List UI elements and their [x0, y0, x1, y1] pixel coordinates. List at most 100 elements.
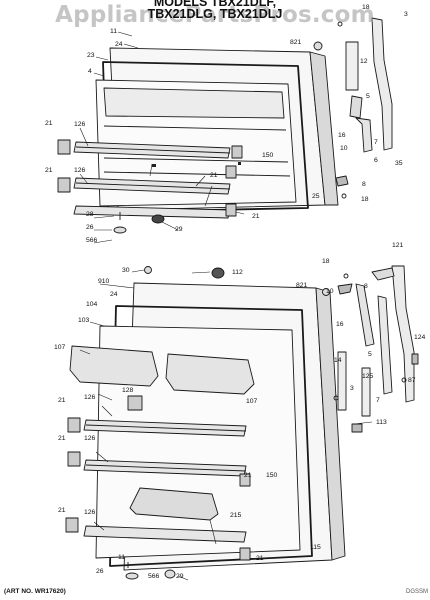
fresh-clip: [337, 283, 353, 295]
fresh-clip: [125, 572, 139, 580]
fresh-plug: [211, 267, 225, 279]
fresh-shelf-support: [127, 395, 143, 411]
callout-21: 21: [58, 397, 66, 404]
fresh-hinge-upper: [371, 267, 395, 281]
callout-121: 121: [392, 242, 404, 249]
callout-21: 21: [256, 555, 264, 562]
callout-115: 115: [310, 544, 321, 551]
callout-4: 4: [88, 68, 92, 75]
fresh-pad: [164, 569, 176, 579]
callout-8: 8: [364, 283, 368, 290]
diagram-code: DGSSM: [405, 589, 428, 595]
fresh-shelf-cap: [239, 473, 251, 487]
fresh-door-strip: [337, 351, 347, 411]
callout-821: 821: [296, 282, 308, 289]
callout-16: 16: [336, 321, 344, 328]
callout-23: 23: [87, 52, 95, 59]
callout-566: 566: [86, 237, 98, 244]
callout-87: 87: [408, 377, 416, 384]
fresh-stop-block: [351, 423, 363, 433]
callout-11: 11: [118, 554, 126, 561]
fresh-shelf-cap: [67, 417, 81, 433]
fresh-screw: [333, 395, 339, 401]
callout-5: 5: [368, 351, 372, 358]
freezer-stop-clip: [335, 175, 349, 187]
freezer-hinge-bracket: [355, 117, 373, 153]
fresh-hinge-arm: [377, 295, 393, 395]
callout-26: 26: [86, 224, 94, 231]
fresh-hinge-bracket: [355, 283, 375, 347]
callout-126: 126: [74, 121, 86, 128]
callout-125: 125: [362, 373, 374, 380]
freezer-hinge-bracket: [349, 95, 363, 119]
freezer-shelf-cap: [57, 139, 71, 155]
callout-126: 126: [84, 509, 96, 516]
callout-21: 21: [252, 213, 260, 220]
callout-103: 103: [78, 317, 90, 324]
callout-21: 21: [244, 472, 252, 479]
callout-21: 21: [58, 435, 66, 442]
callout-126: 126: [84, 435, 96, 442]
callout-566: 566: [148, 573, 160, 580]
callout-124: 124: [414, 334, 426, 341]
fresh-food-door-assembly: [65, 265, 419, 580]
fresh-button: [144, 266, 152, 274]
callout-29: 29: [175, 226, 183, 233]
callout-107: 107: [246, 398, 258, 405]
fresh-shelf-cap: [239, 547, 251, 561]
callout-113: 113: [376, 419, 387, 426]
callout-6: 6: [374, 157, 378, 164]
callout-107: 107: [54, 344, 66, 351]
callout-29: 29: [176, 573, 184, 580]
freezer-door-trim: [345, 41, 359, 91]
callout-5: 5: [366, 93, 370, 100]
callout-21: 21: [210, 172, 218, 179]
fresh-dairy-door-right: [165, 353, 255, 395]
callout-7: 7: [374, 139, 378, 146]
callout-215: 215: [230, 512, 242, 519]
callout-821: 821: [290, 39, 302, 46]
callout-10: 10: [326, 288, 334, 295]
callout-18: 18: [362, 4, 370, 11]
fresh-door-strip: [361, 367, 371, 417]
callout-14: 14: [334, 357, 342, 364]
callout-150: 150: [266, 472, 278, 479]
callout-21: 21: [58, 507, 66, 514]
callout-3: 3: [350, 385, 354, 392]
fresh-hinge: [391, 265, 415, 403]
leader-lines: [79, 31, 373, 581]
callout-18: 18: [361, 196, 369, 203]
freezer-screw: [341, 193, 347, 199]
callout-35: 35: [395, 160, 403, 167]
freezer-door-assembly: [57, 17, 393, 234]
callout-126: 126: [74, 167, 86, 174]
freezer-liner-recess: [103, 87, 285, 119]
callout-12: 12: [360, 58, 368, 65]
model-title-line-2: TBX21DLG, TBX21DLJ: [147, 7, 283, 21]
callout-910: 910: [98, 278, 110, 285]
fresh-egg-tray: [129, 487, 219, 521]
fresh-bracket-block: [411, 353, 419, 365]
art-number: (ART NO. WR17620): [4, 588, 66, 595]
freezer-clip: [113, 226, 127, 234]
freezer-shelf-cap: [57, 177, 71, 193]
fresh-plug: [322, 288, 330, 296]
callout-3: 3: [404, 11, 408, 18]
callout-16: 16: [338, 132, 346, 139]
callout-7: 7: [376, 397, 380, 404]
callout-26: 26: [96, 568, 104, 575]
callout-25: 25: [312, 193, 320, 200]
freezer-shelf-cap: [231, 145, 243, 159]
callout-18: 18: [322, 258, 330, 265]
freezer-door-edge: [309, 51, 339, 206]
fresh-screw: [343, 273, 349, 279]
callout-10: 10: [340, 145, 348, 152]
freezer-plug: [313, 41, 323, 51]
freezer-shelf-cap: [225, 203, 237, 217]
callout-21: 21: [45, 120, 53, 127]
fresh-shelf-cap: [67, 451, 81, 467]
freezer-button: [151, 214, 165, 224]
callout-21: 21: [45, 167, 53, 174]
model-title-line-1: MODELS TBX21DLF,: [153, 0, 277, 9]
